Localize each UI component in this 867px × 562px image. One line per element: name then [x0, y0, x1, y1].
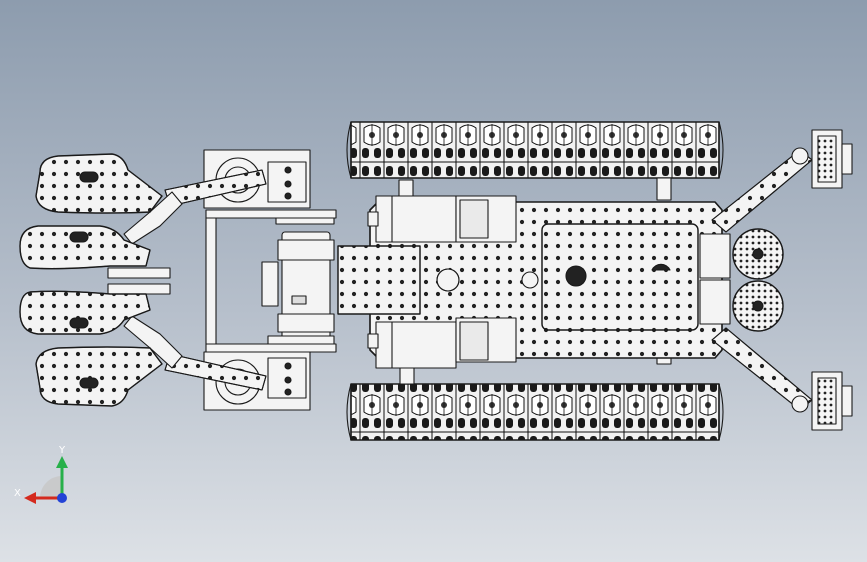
jaw-slot — [79, 171, 99, 183]
front-bracket — [337, 245, 421, 315]
y-axis-arrowhead — [56, 456, 68, 468]
gripper-center-rail-top — [107, 267, 171, 279]
x-axis-label: X — [14, 488, 21, 499]
gripper-rail-top — [205, 209, 337, 219]
rear-gear-top — [699, 228, 784, 280]
jaw-slot — [79, 377, 99, 389]
motor-top — [367, 195, 517, 243]
gripper-center-rail-bottom — [107, 283, 171, 295]
gripper-strut-bottom — [123, 315, 183, 369]
gripper-jaw-lower-outer — [35, 346, 163, 407]
gripper-servo-bottom — [203, 351, 311, 411]
inner-plate — [541, 223, 699, 331]
center-servo — [261, 215, 335, 345]
z-axis-dot — [57, 493, 67, 503]
track-top — [346, 121, 724, 179]
x-axis-arrowhead — [24, 492, 36, 504]
rear-wheel-bottom — [791, 371, 853, 431]
track-bottom — [346, 383, 724, 441]
y-axis-label: Y — [58, 445, 66, 456]
axle-top-right — [656, 177, 672, 201]
gripper-strut-top — [123, 191, 183, 245]
rear-wheel-top — [791, 129, 853, 189]
jaw-slot — [69, 231, 89, 243]
gripper-rail-bottom — [205, 343, 337, 353]
jaw-slot — [69, 317, 89, 329]
gripper-jaw-upper-outer — [35, 153, 163, 214]
rear-gear-bottom — [699, 279, 784, 332]
motor-bottom — [367, 317, 517, 369]
axle-top-left — [398, 179, 414, 199]
axis-triad: Y X — [14, 445, 68, 504]
gripper-rail-side — [205, 217, 217, 345]
